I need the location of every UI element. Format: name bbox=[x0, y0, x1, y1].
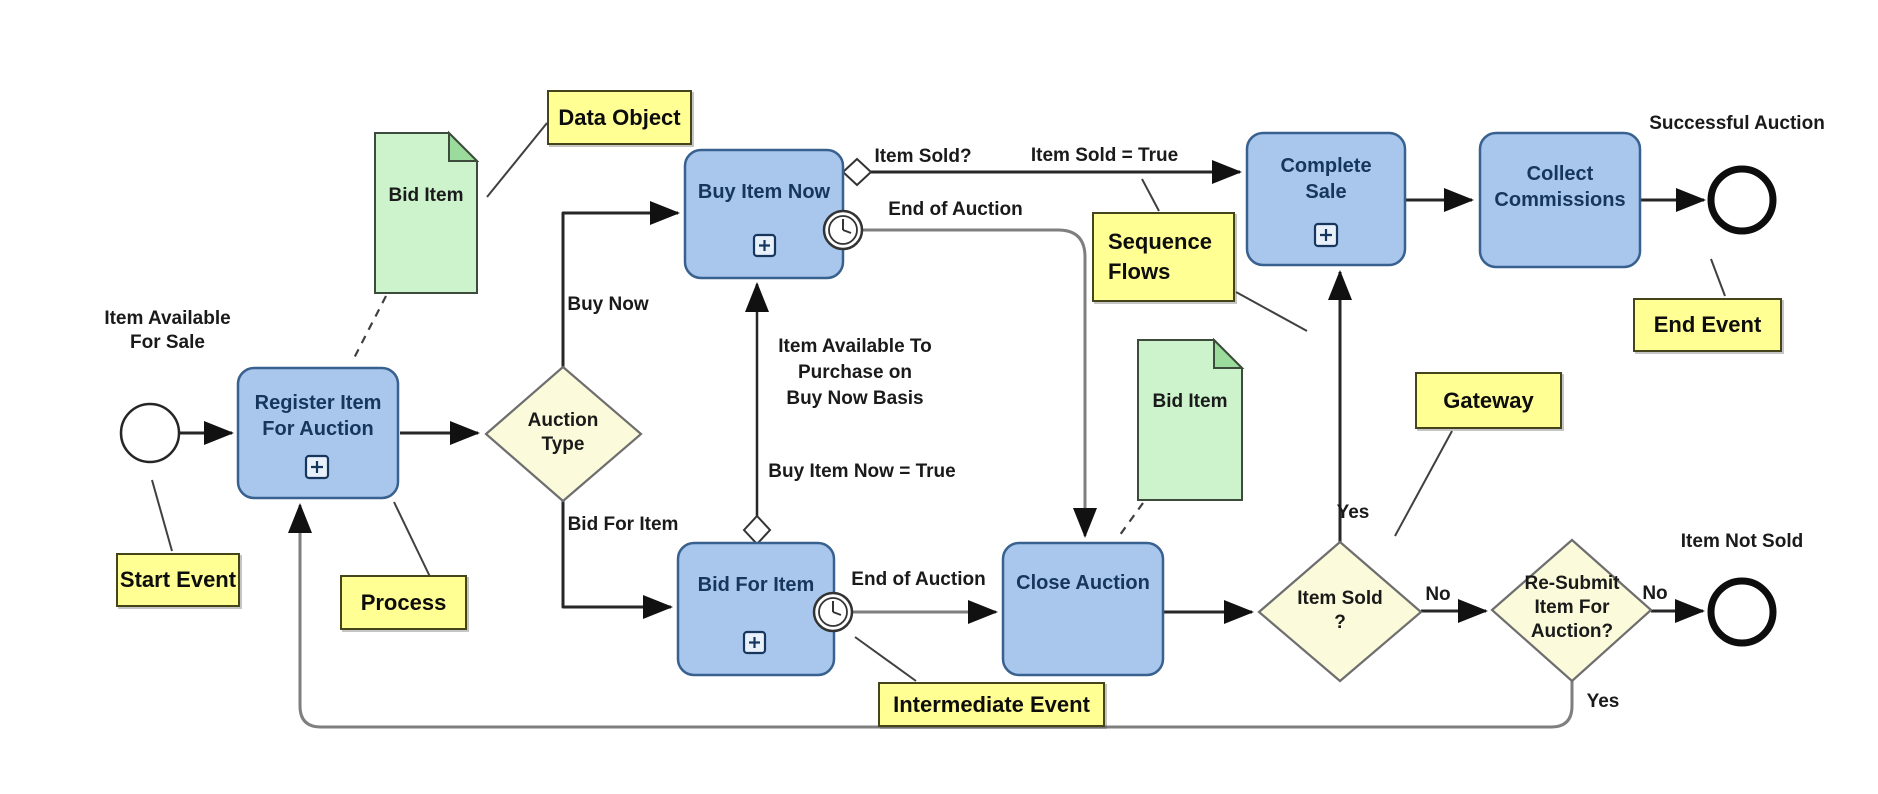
flow-label-end-of-auction-top: End of Auction bbox=[888, 199, 1023, 220]
flow-label-bid-for-item: Bid For Item bbox=[567, 514, 679, 535]
task-collect-commissions-label: Collect Commissions bbox=[1494, 163, 1626, 211]
data-object-fold-icon bbox=[1213, 337, 1245, 369]
start-event-circle bbox=[119, 402, 181, 464]
note-sequence-flows: Sequence Flows bbox=[1092, 212, 1235, 302]
subprocess-plus-icon bbox=[1313, 222, 1339, 248]
gateway-auction-type bbox=[484, 365, 643, 503]
data-object-bid-item-label: Bid Item bbox=[1152, 391, 1228, 412]
data-object-fold-icon bbox=[448, 130, 480, 162]
association-bid-item-to-register bbox=[351, 295, 387, 363]
note-process: Process bbox=[340, 575, 467, 630]
gateway-item-sold-label: Item Sold ? bbox=[1297, 588, 1383, 633]
flow-label-item-sold-q: Item Sold? bbox=[874, 146, 972, 167]
connector-sequence-flows-note-top bbox=[1141, 178, 1160, 212]
task-bid-for-item bbox=[676, 541, 836, 677]
gateway-resubmit bbox=[1490, 538, 1653, 683]
start-event-label: Item Available For Sale bbox=[104, 308, 231, 353]
flow-buy-timer-to-close bbox=[862, 228, 1097, 538]
task-buy-item-now-label: Buy Item Now bbox=[697, 181, 831, 203]
conditional-flow-marker-icon bbox=[742, 514, 772, 546]
task-shapes bbox=[236, 131, 1642, 677]
not-sold-end-event-label: Item Not Sold bbox=[1680, 531, 1804, 552]
connector-sequence-flows-note-bottom bbox=[1235, 291, 1308, 332]
association-bid-item-to-close bbox=[1116, 502, 1144, 540]
note-end-event: End Event bbox=[1633, 298, 1782, 352]
gateway-item-sold bbox=[1257, 540, 1423, 683]
flow-label-item-available-buy-now: Item Available To Purchase on Buy Now Ba… bbox=[778, 336, 932, 409]
flow-label-end-of-auction-bottom: End of Auction bbox=[851, 569, 986, 590]
task-collect-commissions bbox=[1478, 131, 1642, 269]
gateway-shapes bbox=[484, 365, 1653, 683]
task-register-item bbox=[236, 366, 400, 500]
timer-event-icon bbox=[812, 591, 854, 633]
note-start-event: Start Event bbox=[116, 553, 240, 607]
data-object-shapes bbox=[374, 130, 1245, 501]
connector-end-event-note bbox=[1710, 258, 1726, 297]
flow-bid-branch bbox=[561, 498, 673, 619]
flow-label-yes: Yes bbox=[1336, 502, 1370, 523]
task-complete-sale-label: Complete Sale bbox=[1280, 155, 1372, 203]
conditional-flow-marker-icon bbox=[841, 157, 873, 187]
subprocess-markers bbox=[304, 222, 1339, 655]
task-complete-sale bbox=[1245, 131, 1407, 267]
data-object-bid-item-top bbox=[374, 132, 478, 294]
note-data-object: Data Object bbox=[547, 90, 692, 145]
note-intermediate-event: Intermediate Event bbox=[878, 682, 1105, 727]
data-object-bid-item-label: Bid Item bbox=[388, 185, 464, 206]
subprocess-plus-icon bbox=[742, 630, 767, 655]
connector-intermediate-event-note bbox=[854, 636, 917, 682]
end-event-not-sold-circle bbox=[1707, 577, 1777, 647]
flow-label-buy-item-now-true: Buy Item Now = True bbox=[768, 461, 956, 482]
gateway-resubmit-label: Re-Submit Item For Auction? bbox=[1524, 573, 1620, 642]
task-close-auction bbox=[1001, 541, 1165, 677]
connector-data-object-note bbox=[486, 122, 548, 198]
timer-event-icon bbox=[822, 209, 864, 251]
subprocess-plus-icon bbox=[304, 454, 330, 480]
task-buy-item-now bbox=[683, 148, 845, 280]
flow-buy-now-branch bbox=[561, 201, 680, 370]
task-bid-for-item-label: Bid For Item bbox=[697, 574, 815, 596]
note-gateway: Gateway bbox=[1415, 372, 1562, 429]
flow-label-item-sold-true: Item Sold = True bbox=[1030, 145, 1179, 166]
gateway-auction-type-label: Auction Type bbox=[527, 410, 599, 455]
connector-gateway-note bbox=[1394, 430, 1453, 537]
sequence-flows bbox=[180, 160, 1706, 729]
subprocess-plus-icon bbox=[752, 233, 777, 258]
data-associations bbox=[351, 295, 1144, 540]
success-end-event-label: Successful Auction bbox=[1649, 113, 1825, 134]
task-close-auction-label: Close Auction bbox=[1016, 572, 1150, 594]
end-event-success-circle bbox=[1707, 165, 1777, 235]
annotation-connectors bbox=[151, 122, 1726, 682]
flow-label-no: No bbox=[1642, 583, 1668, 604]
flow-label-no: No bbox=[1425, 584, 1451, 605]
task-register-item-label: Register Item For Auction bbox=[254, 392, 382, 440]
data-object-bid-item-right bbox=[1137, 339, 1243, 501]
connector-process-note bbox=[393, 501, 434, 584]
flow-yes-loop-back bbox=[288, 503, 1574, 729]
flow-label-buy-now: Buy Now bbox=[567, 294, 649, 315]
flow-label-yes: Yes bbox=[1586, 691, 1620, 712]
connector-start-event-note bbox=[151, 479, 173, 552]
